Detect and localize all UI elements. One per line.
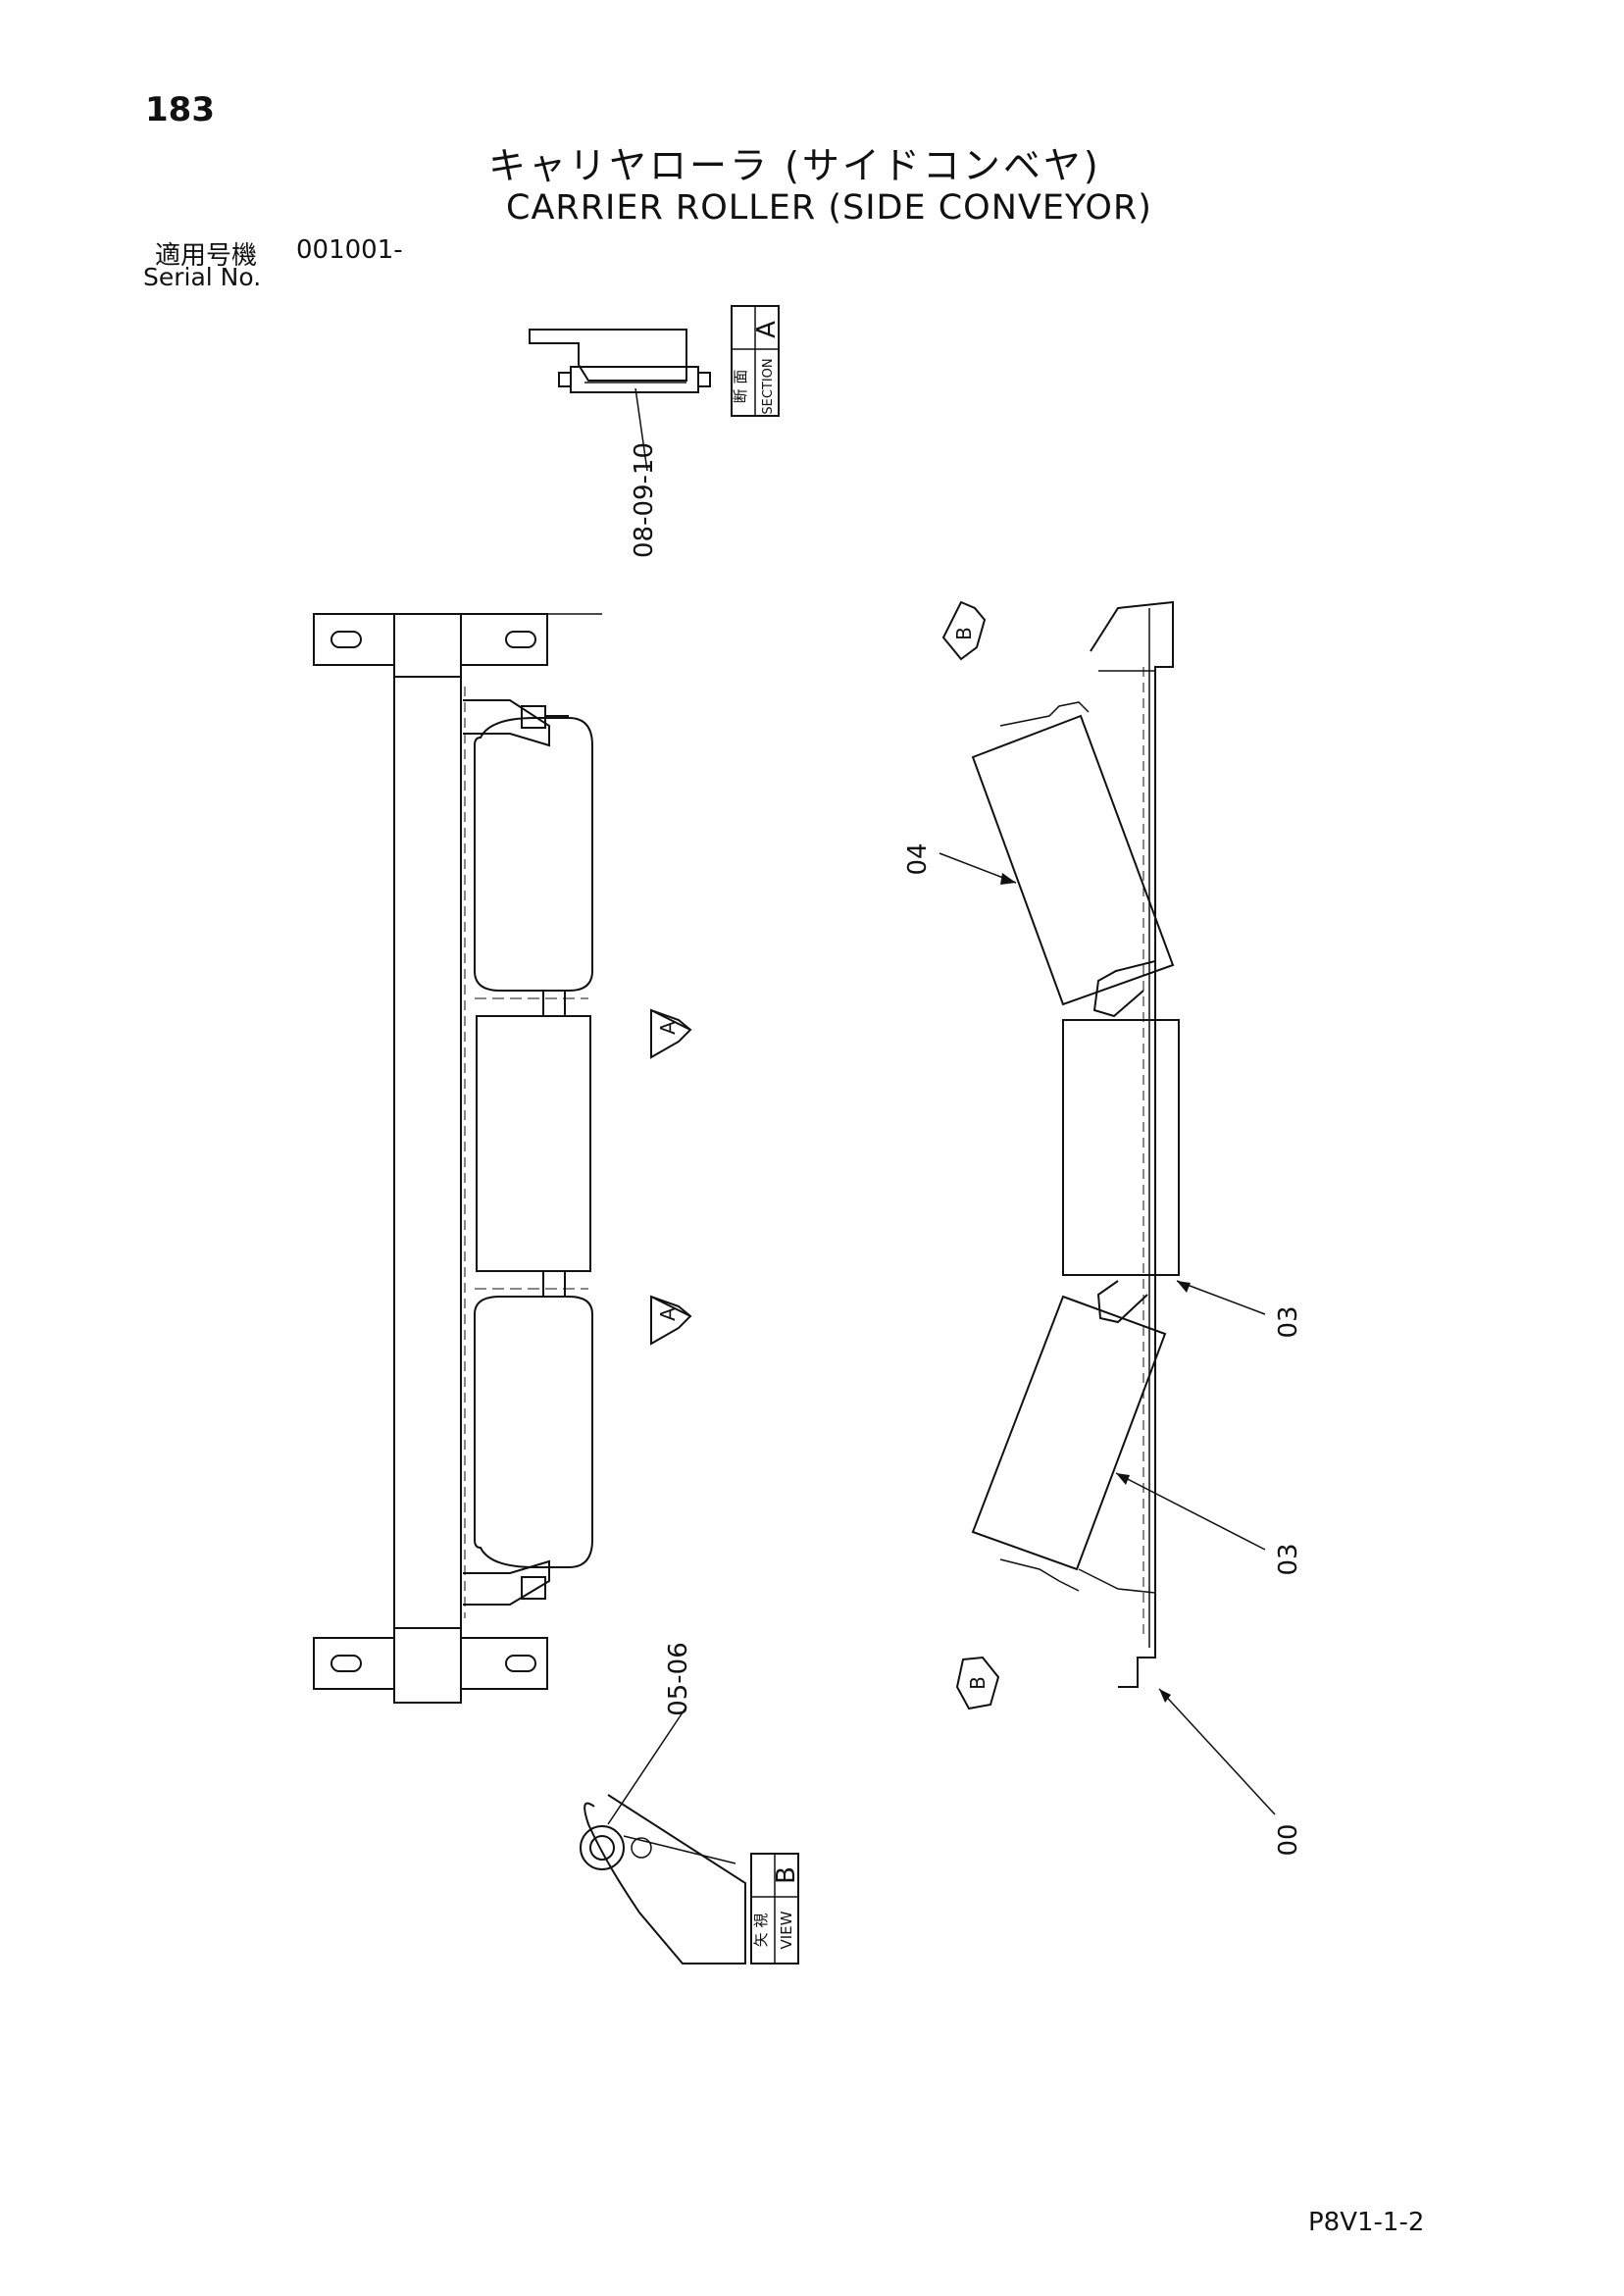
serial-number-value: 001001- — [296, 235, 403, 265]
side-center-roller — [1062, 1019, 1180, 1276]
frame-profile — [1090, 600, 1174, 1688]
bottom-mounting-plate — [313, 1627, 548, 1704]
upper-roller-bracket — [463, 699, 550, 747]
lower-bracket-nut — [521, 1576, 546, 1600]
view-label-en: VIEW — [778, 1911, 795, 1949]
page-title-japanese: キャリヤローラ (サイドコンベヤ) — [488, 144, 1101, 187]
section-a-detail: 08-09-10 — [529, 329, 711, 558]
page-title-english: CARRIER ROLLER (SIDE CONVEYOR) — [506, 188, 1152, 228]
arrow-a-upper-letter: A — [656, 1021, 680, 1035]
top-right-slot-hole — [505, 631, 536, 648]
top-mounting-plate — [313, 613, 548, 678]
section-label-jp: 断 面 — [732, 370, 749, 404]
part-00-callout: 00 — [1158, 1688, 1303, 1857]
view-b-leader-line — [607, 1706, 687, 1825]
serial-label-japanese: 適用号機 — [155, 241, 258, 271]
bottom-right-slot-hole — [505, 1655, 536, 1672]
lower-roller-end-bearing — [999, 1558, 1080, 1592]
section-bolt-head — [558, 372, 572, 387]
view-b-part-numbers: 05-06 — [664, 1642, 693, 1716]
lower-tilted-roller — [971, 1295, 1167, 1571]
upper-roller-end-bearing — [999, 701, 1090, 727]
section-arrow-a-upper: A — [650, 1008, 692, 1059]
top-left-slot-hole — [330, 631, 362, 648]
part-label-03-upper: 03 — [1274, 1305, 1303, 1338]
view-label-jp: 矢 視 — [752, 1913, 770, 1948]
upper-tilted-roller — [971, 714, 1175, 1006]
view-arrow-b-top: B — [941, 600, 987, 661]
section-label-en: SECTION — [761, 358, 776, 414]
side-view-assembly — [971, 600, 1180, 1688]
part-label-00: 00 — [1274, 1823, 1303, 1856]
footer-page-code: P8V1-1-2 — [1308, 2208, 1425, 2237]
view-b-detail: 05-06 — [580, 1642, 746, 1964]
lower-roller-shaft — [542, 1270, 566, 1298]
section-arrow-a-lower: A — [650, 1295, 692, 1346]
section-label-letter: A — [752, 321, 782, 338]
lower-roller-support — [1096, 1280, 1148, 1324]
part-label-04: 04 — [903, 842, 933, 875]
upper-roller-support — [1092, 960, 1156, 1018]
section-leader-line — [634, 387, 648, 472]
arrow-b-bottom-letter: B — [966, 1676, 990, 1690]
view-arrow-b-bottom: B — [955, 1656, 1000, 1710]
section-bracket — [529, 329, 687, 382]
serial-label-english: Serial No. — [143, 263, 262, 291]
section-part-numbers: 08-09-10 — [630, 442, 659, 558]
part-label-03-lower: 03 — [1274, 1543, 1303, 1575]
center-roller — [476, 1015, 591, 1272]
lower-roller-bracket — [463, 1559, 550, 1606]
view-b-label-box: 矢 視 VIEW B — [750, 1853, 801, 1964]
lower-inclined-roller — [474, 1296, 593, 1568]
part-03-lower-callout: 03 — [1115, 1472, 1303, 1576]
part-04-callout: 04 — [903, 842, 1017, 885]
upper-roller-shaft — [542, 990, 566, 1017]
upper-inclined-roller — [474, 717, 593, 992]
bottom-left-slot-hole — [330, 1655, 362, 1672]
front-view-assembly — [313, 613, 602, 1704]
section-a-label-box: 断 面 SECTION A — [731, 305, 782, 417]
view-b-bolt-hole — [589, 1835, 615, 1861]
arrow-b-top-letter: B — [952, 627, 976, 640]
view-b-bracket — [584, 1794, 746, 1964]
view-label-letter: B — [772, 1866, 801, 1884]
part-03-upper-callout: 03 — [1176, 1280, 1303, 1339]
page-number: 183 — [145, 90, 215, 129]
arrow-a-lower-letter: A — [656, 1307, 680, 1321]
view-b-bolt-head — [580, 1825, 625, 1870]
section-nut — [697, 372, 711, 387]
